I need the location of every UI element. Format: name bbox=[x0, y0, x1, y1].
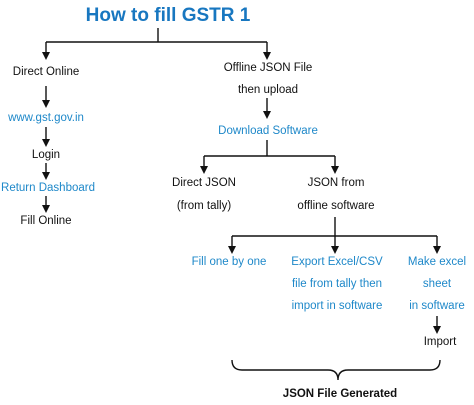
curly-brace bbox=[231, 359, 441, 381]
login-label: Login bbox=[31, 149, 61, 161]
direct-online-label: Direct Online bbox=[12, 66, 80, 78]
export-excel-label: Export Excel/CSV bbox=[291, 256, 383, 268]
offline-software-label: offline software bbox=[297, 200, 375, 212]
export-from-tally-label: file from tally then bbox=[291, 278, 383, 290]
json-generated-label: JSON File Generated bbox=[282, 388, 398, 400]
diagram-title: How to fill GSTR 1 bbox=[85, 5, 251, 26]
fill-one-by-one-label: Fill one by one bbox=[191, 256, 267, 268]
sheet-label: sheet bbox=[422, 278, 452, 290]
return-dashboard-label: Return Dashboard bbox=[1, 182, 95, 194]
import-in-software-label: import in software bbox=[291, 300, 383, 312]
from-tally-label: (from tally) bbox=[176, 200, 232, 212]
offline-json-label: Offline JSON File bbox=[223, 62, 313, 74]
fill-online-label: Fill Online bbox=[20, 215, 72, 227]
in-software-label: in software bbox=[409, 300, 465, 312]
json-from-label: JSON from bbox=[307, 177, 365, 189]
then-upload-label: then upload bbox=[237, 84, 299, 96]
make-excel-label: Make excel bbox=[407, 256, 467, 268]
download-software-label: Download Software bbox=[218, 125, 318, 137]
gst-site-link: www.gst.gov.in bbox=[8, 112, 84, 124]
import-label: Import bbox=[423, 336, 457, 348]
direct-json-label: Direct JSON bbox=[172, 177, 236, 189]
